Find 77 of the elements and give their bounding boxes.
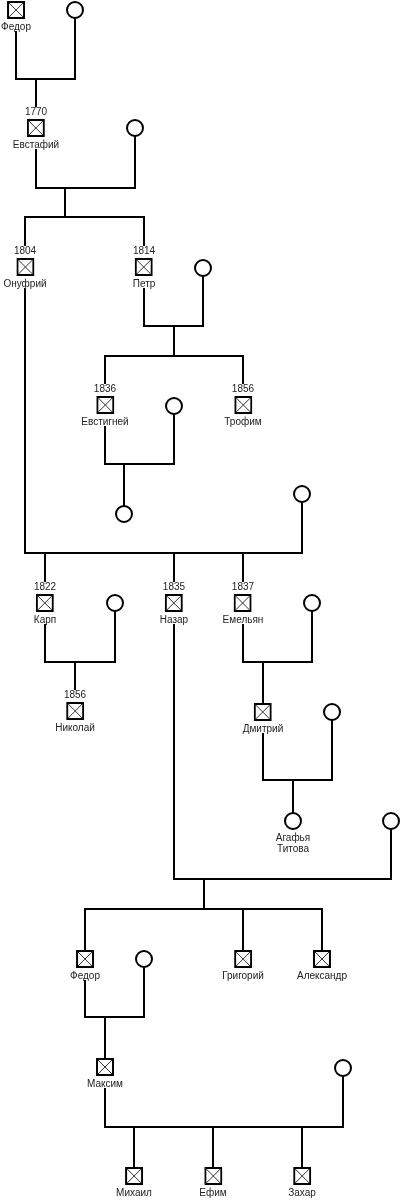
name-label: Александр (297, 970, 347, 981)
lineage-line (64, 187, 66, 218)
lineage-line (242, 624, 264, 663)
lineage-line (292, 779, 294, 813)
lineage-line (173, 325, 175, 357)
lineage-line (242, 908, 323, 951)
year-label: 1837 (231, 581, 255, 592)
name-label: Дмитрий (242, 723, 284, 734)
name-label: Захар (288, 1187, 316, 1198)
lineage-line (15, 31, 37, 80)
lineage-line (301, 1126, 303, 1168)
year-label: 1822 (33, 581, 57, 592)
name-label: Онуфрий (3, 278, 47, 289)
lineage-line (123, 414, 175, 465)
year-label: 1856 (63, 689, 87, 700)
name-label: Федор (70, 970, 100, 981)
lineage-line (44, 624, 76, 663)
lineage-line (104, 355, 175, 384)
lineage-line (35, 78, 37, 107)
name-label: Евстафий (12, 139, 60, 150)
year-label: 1770 (24, 106, 48, 117)
name-label: Назар (159, 614, 189, 625)
lineage-line (212, 1126, 214, 1168)
lineage-line (203, 908, 244, 910)
lineage-line (242, 908, 244, 951)
lineage-line (143, 288, 175, 327)
year-label: 1814 (132, 245, 156, 256)
year-label: 1804 (13, 245, 37, 256)
lineage-line (262, 661, 264, 704)
name-label: Карп (33, 614, 57, 625)
lineage-line (24, 216, 66, 246)
lineage-line (84, 980, 106, 1018)
lineage-line (242, 502, 303, 554)
lineage-line (173, 276, 204, 327)
name-label: Николай (55, 722, 95, 733)
lineage-line (133, 1126, 135, 1168)
name-label: Ефим (199, 1187, 227, 1198)
name-label: Трофим (224, 416, 262, 427)
lineage-line (104, 967, 145, 1018)
lineage-line (173, 552, 244, 554)
lineage-line (242, 552, 244, 582)
lineage-line (24, 288, 46, 554)
lineage-line (173, 355, 244, 384)
name-label: Петр (132, 278, 156, 289)
lineage-line (64, 216, 145, 246)
lineage-line (64, 136, 136, 189)
lineage-line (173, 552, 175, 582)
lineage-line (104, 426, 125, 465)
name-label: Евстигней (81, 416, 129, 427)
lineage-line (74, 611, 116, 663)
lineage-line (292, 720, 333, 781)
lineage-line (203, 829, 392, 880)
year-label: 1836 (93, 383, 117, 394)
lineage-line (44, 552, 175, 554)
name-label: Федор (1, 21, 31, 32)
lineage-line (203, 878, 205, 910)
lineage-line (173, 624, 205, 880)
name-label: Емельян (222, 614, 264, 625)
lineage-line (44, 552, 46, 582)
year-label: 1835 (162, 581, 186, 592)
name-label: Григорий (222, 970, 264, 981)
lineage-line (262, 611, 313, 663)
lineage-line (35, 18, 76, 80)
name-label: Михаил (116, 1187, 152, 1198)
name-label: Агафья Титова (274, 832, 312, 854)
lineage-line (123, 463, 125, 506)
lineage-line (262, 733, 294, 781)
name-label: Максим (87, 1078, 123, 1089)
lineage-line (212, 1126, 303, 1128)
lineage-line (104, 1088, 135, 1128)
lineage-line (74, 661, 76, 690)
year-label: 1856 (231, 383, 255, 394)
lineage-line (35, 149, 66, 189)
lineage-line (104, 1016, 106, 1059)
lineage-line (133, 1126, 214, 1128)
lineage-line (301, 1076, 344, 1128)
lineage-line (84, 908, 205, 951)
